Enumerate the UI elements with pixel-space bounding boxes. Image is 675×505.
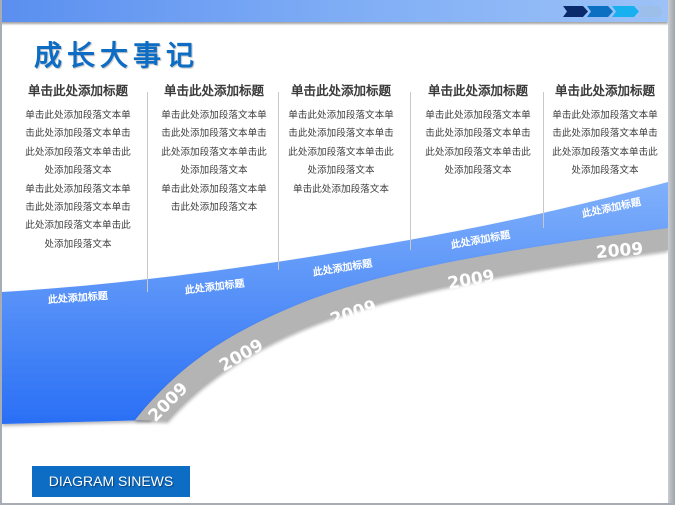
diagram-sinews-label: DIAGRAM SINEWS [32,466,190,497]
body-line: 单击此处添加段落文本单 [25,110,131,121]
body-line: 单击此处添加段落文本单 [25,183,131,195]
milestone-column-3: 单击此处添加标题 单击此处添加段落文本单 击此处添加段落文本单击 此处添加段落文… [279,83,403,199]
body-line: 此处添加段落文本单击此 [552,146,658,158]
column-title[interactable]: 单击此处添加标题 [27,83,128,98]
slide-right-border [668,0,675,505]
body-line: 单击此处添加段落文本单 [161,183,267,195]
body-line: 单击此处添加段落文本单 [552,110,658,121]
body-line: 处添加段落文本 [444,165,512,177]
body-line: 此处添加段落文本单击此 [25,146,131,158]
body-line: 单击此处添加段落文本单 [288,110,394,121]
milestone-column-4: 单击此处添加标题 单击此处添加段落文本单 击此处添加段落文本单击 此处添加段落文… [416,83,540,181]
slide-bottom-border [0,503,675,505]
column-body[interactable]: 单击此处添加段落文本单 击此处添加段落文本单击 此处添加段落文本单击此 处添加段… [152,107,276,217]
column-body[interactable]: 单击此处添加段落文本单 击此处添加段落文本单击 此处添加段落文本单击此 处添加段… [279,107,403,199]
body-line: 击此处添加段落文本单击 [161,128,267,140]
body-line: 此处添加段落文本单击此 [425,146,531,158]
year-label-5: 2009 [595,239,644,263]
column-title[interactable]: 单击此处添加标题 [554,83,655,98]
column-title[interactable]: 单击此处添加标题 [163,83,264,98]
column-divider [543,92,544,228]
body-line: 处添加段落文本 [571,165,639,177]
body-line: 处添加段落文本 [180,165,248,177]
body-line: 此处添加段落文本单击此 [161,146,267,158]
timeline-year-ribbon [135,228,668,421]
body-line: 单击此处添加段落文本 [293,183,389,195]
column-title[interactable]: 单击此处添加标题 [427,83,528,98]
body-line: 击此处添加段落文本单击 [288,128,394,140]
band-label-1: 此处添加标题 [47,289,109,306]
body-line: 击此处添加段落文本单击 [425,128,531,140]
body-line: 处添加段落文本 [44,165,112,177]
body-line: 击此处添加段落文本单击 [552,128,658,140]
body-line: 处添加段落文本 [44,238,112,250]
body-line: 击此处添加段落文本单击 [25,202,131,214]
body-line: 此处添加段落文本单击此 [25,220,131,232]
body-line: 单击此处添加段落文本单 [161,110,267,121]
body-line: 单击此处添加段落文本单 [425,110,531,121]
column-divider [147,92,148,292]
column-title[interactable]: 单击此处添加标题 [290,83,391,98]
milestone-column-2: 单击此处添加标题 单击此处添加段落文本单 击此处添加段落文本单击 此处添加段落文… [152,83,276,217]
top-banner [0,0,668,22]
body-line: 击此处添加段落文本 [170,202,258,214]
column-body[interactable]: 单击此处添加段落文本单 击此处添加段落文本单击 此处添加段落文本单击此 处添加段… [543,107,667,181]
body-line: 击此处添加段落文本单击 [25,128,131,140]
milestone-column-5: 单击此处添加标题 单击此处添加段落文本单 击此处添加段落文本单击 此处添加段落文… [543,83,667,181]
slide-left-border [0,0,2,505]
body-line: 此处添加段落文本单击此 [288,146,394,158]
page-title: 成长大事记 [34,39,200,72]
column-divider [278,92,279,270]
column-divider [410,92,411,250]
chevron-arrows-icon [563,6,663,17]
body-line: 处添加段落文本 [307,165,375,177]
column-body[interactable]: 单击此处添加段落文本单 击此处添加段落文本单击 此处添加段落文本单击此 处添加段… [416,107,540,181]
milestone-column-1: 单击此处添加标题 单击此处添加段落文本单 击此处添加段落文本单击 此处添加段落文… [16,83,140,254]
column-body[interactable]: 单击此处添加段落文本单 击此处添加段落文本单击 此处添加段落文本单击此 处添加段… [16,107,140,254]
